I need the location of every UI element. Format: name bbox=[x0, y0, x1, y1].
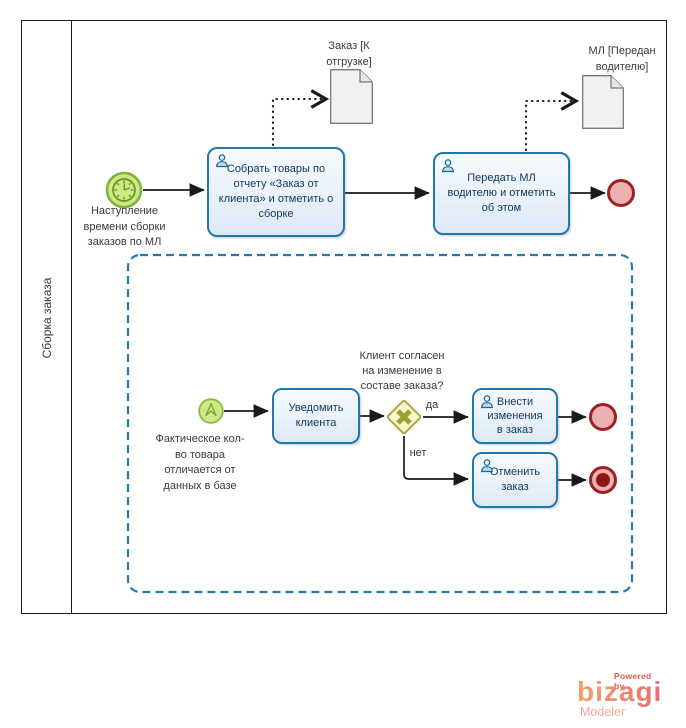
powered-by-text: Powered by bbox=[614, 671, 664, 691]
user-icon bbox=[216, 154, 228, 168]
user-icon bbox=[481, 459, 493, 473]
data-object-order-label: Заказ [К отгрузке] bbox=[326, 40, 372, 68]
terminate-icon bbox=[596, 473, 610, 487]
escalation-start-label: Фактическое кол- во товара отличается от… bbox=[155, 433, 245, 492]
task-label: Передать МЛ водителю и отметить об этом bbox=[447, 172, 556, 214]
flow-gateway-no[interactable] bbox=[403, 436, 469, 486]
document-icon bbox=[582, 75, 624, 129]
end-event-terminate[interactable] bbox=[589, 466, 617, 494]
task-label: Внести изменения в заказ bbox=[487, 396, 543, 436]
end-event-changes[interactable] bbox=[589, 403, 617, 431]
start-event-label: Наступление времени сборки заказов по МЛ bbox=[83, 205, 166, 248]
task-collect-goods[interactable]: Собрать товары по отчету «Заказ от клиен… bbox=[207, 147, 345, 237]
data-object-order[interactable] bbox=[330, 69, 373, 124]
task-notify-client[interactable]: Уведомить клиента bbox=[272, 388, 360, 444]
task-label: Уведомить клиента bbox=[288, 402, 344, 429]
bizagi-logo: bizagi bbox=[577, 676, 663, 707]
end-event-main[interactable] bbox=[607, 179, 635, 207]
event-subprocess-frame[interactable] bbox=[126, 253, 634, 594]
gateway-yes-label: да bbox=[425, 399, 439, 411]
data-object-ml-label: МЛ [Передан водителю] bbox=[588, 45, 656, 73]
task-label: Собрать товары по отчету «Заказ от клиен… bbox=[218, 163, 334, 220]
modeler-text: Modeler bbox=[580, 705, 626, 719]
assoc-collect-to-doc[interactable] bbox=[271, 89, 330, 147]
pool-label-strip[interactable]: Сборка заказа bbox=[22, 21, 72, 613]
timer-icon bbox=[105, 171, 143, 209]
user-icon bbox=[481, 395, 493, 409]
xor-icon bbox=[396, 409, 412, 425]
escalation-icon bbox=[198, 398, 224, 424]
start-event-timer[interactable] bbox=[105, 171, 143, 209]
gateway-no-label: нет bbox=[409, 447, 427, 459]
user-icon bbox=[442, 159, 454, 173]
gateway-client-agrees[interactable] bbox=[385, 398, 423, 436]
task-cancel-order[interactable]: Отменить заказ bbox=[472, 452, 558, 508]
assoc-handover-to-doc[interactable] bbox=[524, 91, 580, 152]
task-apply-changes[interactable]: Внести изменения в заказ bbox=[472, 388, 558, 444]
task-handover-ml[interactable]: Передать МЛ водителю и отметить об этом bbox=[433, 152, 570, 235]
document-icon bbox=[330, 69, 373, 124]
start-event-escalation[interactable] bbox=[198, 398, 224, 424]
gateway-question-label: Клиент согласен на изменение в составе з… bbox=[359, 350, 445, 392]
data-object-ml[interactable] bbox=[582, 75, 624, 129]
task-label: Отменить заказ bbox=[489, 466, 541, 493]
